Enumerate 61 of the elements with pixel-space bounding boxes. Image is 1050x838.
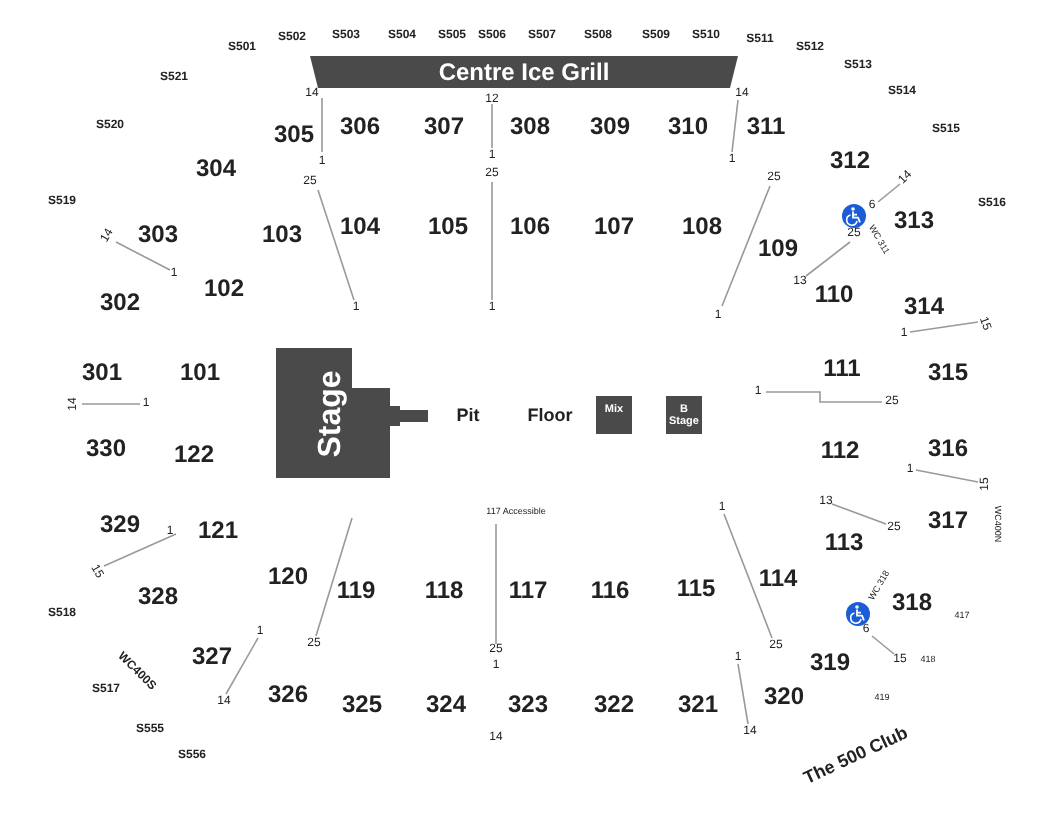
section-number: 322 [593,692,635,716]
section-number: 324 [425,692,467,716]
section-number: 114 [758,566,798,590]
grill-banner [310,56,738,88]
section-number: 103 [261,222,303,246]
area-label: The 500 Club [801,724,911,788]
section-number: 120 [267,564,309,588]
section-number: 311 [746,114,786,138]
section-number: 326 [267,682,309,706]
section-number: 310 [667,114,709,138]
node-label: Centre Ice Grill [436,60,612,84]
section-number: 302 [99,290,141,314]
section-number: 318 [891,590,933,614]
section-number: 108 [681,214,723,238]
b-stage-box [666,396,702,434]
section-number: 321 [677,692,719,716]
section-number: 119 [336,578,376,602]
section-number: 329 [99,512,141,536]
section-number: 314 [903,294,945,318]
area-label: Pit [456,407,480,425]
section-number: 317 [927,508,969,532]
section-number: 305 [273,122,315,146]
section-number: 105 [427,214,469,238]
section-number: 115 [676,576,716,600]
section-number: 301 [81,360,123,384]
section-number: 122 [173,442,215,466]
section-number: 303 [137,222,179,246]
section-number: 312 [829,148,871,172]
section-number: 107 [593,214,635,238]
section-number: 309 [589,114,631,138]
section-number: 121 [197,518,239,542]
section-number: 117 [508,578,548,602]
section-number: 106 [509,214,551,238]
section-number: 118 [424,578,464,602]
stage-platform [276,348,428,478]
node-label: Stage [316,370,348,458]
section-number: 313 [893,208,935,232]
section-number: 308 [509,114,551,138]
section-number: 315 [927,360,969,384]
section-number: 319 [809,650,851,674]
section-number: 330 [85,436,127,460]
section-number: 101 [179,360,221,384]
section-number: 102 [203,276,245,300]
section-number: 307 [423,114,465,138]
section-number: 113 [824,530,864,554]
section-number: 320 [763,684,805,708]
section-number: 104 [339,214,381,238]
area-label: Floor [527,407,573,425]
section-number: 112 [820,438,860,462]
section-number: 327 [191,644,233,668]
section-number: 110 [814,282,854,306]
section-number: 306 [339,114,381,138]
section-number: 328 [137,584,179,608]
section-number: 304 [195,156,237,180]
mix-position-box [596,396,632,434]
section-number: 325 [341,692,383,716]
section-number: 316 [927,436,969,460]
section-number: 116 [590,578,630,602]
section-number: 323 [507,692,549,716]
section-number: 109 [757,236,799,260]
section-number: 111 [823,356,861,380]
